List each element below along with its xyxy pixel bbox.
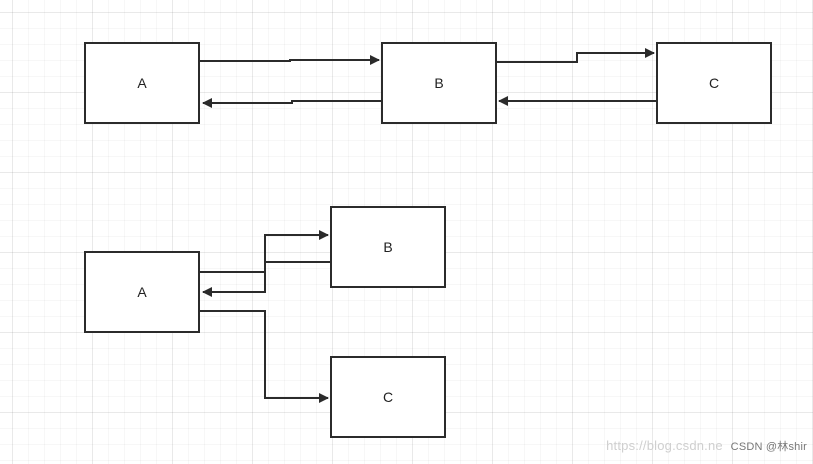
edge-bottom-a-to-b <box>199 230 329 273</box>
edge-bottom-a-to-c <box>199 310 329 403</box>
node-bottom-b[interactable]: B <box>330 206 446 288</box>
watermark-site: https://blog.csdn.ne <box>606 438 723 453</box>
node-bottom-a-label: A <box>137 284 147 300</box>
edge-top-b-to-c <box>496 48 655 63</box>
edge-top-b-to-a <box>202 98 382 108</box>
node-top-a[interactable]: A <box>84 42 200 124</box>
node-top-c-label: C <box>708 75 720 91</box>
node-bottom-c[interactable]: C <box>330 356 446 438</box>
watermark: https://blog.csdn.ne CSDN @林shir <box>606 438 807 454</box>
node-top-b[interactable]: B <box>381 42 497 124</box>
node-bottom-a[interactable]: A <box>84 251 200 333</box>
node-bottom-c-label: C <box>382 389 394 405</box>
node-top-b-label: B <box>434 75 444 91</box>
watermark-brand: CSDN @林shir <box>730 441 807 453</box>
node-bottom-b-label: B <box>383 239 393 255</box>
edge-top-a-to-b <box>199 55 380 65</box>
node-top-c[interactable]: C <box>656 42 772 124</box>
node-top-a-label: A <box>137 75 147 91</box>
edge-bottom-b-to-a <box>202 261 331 297</box>
